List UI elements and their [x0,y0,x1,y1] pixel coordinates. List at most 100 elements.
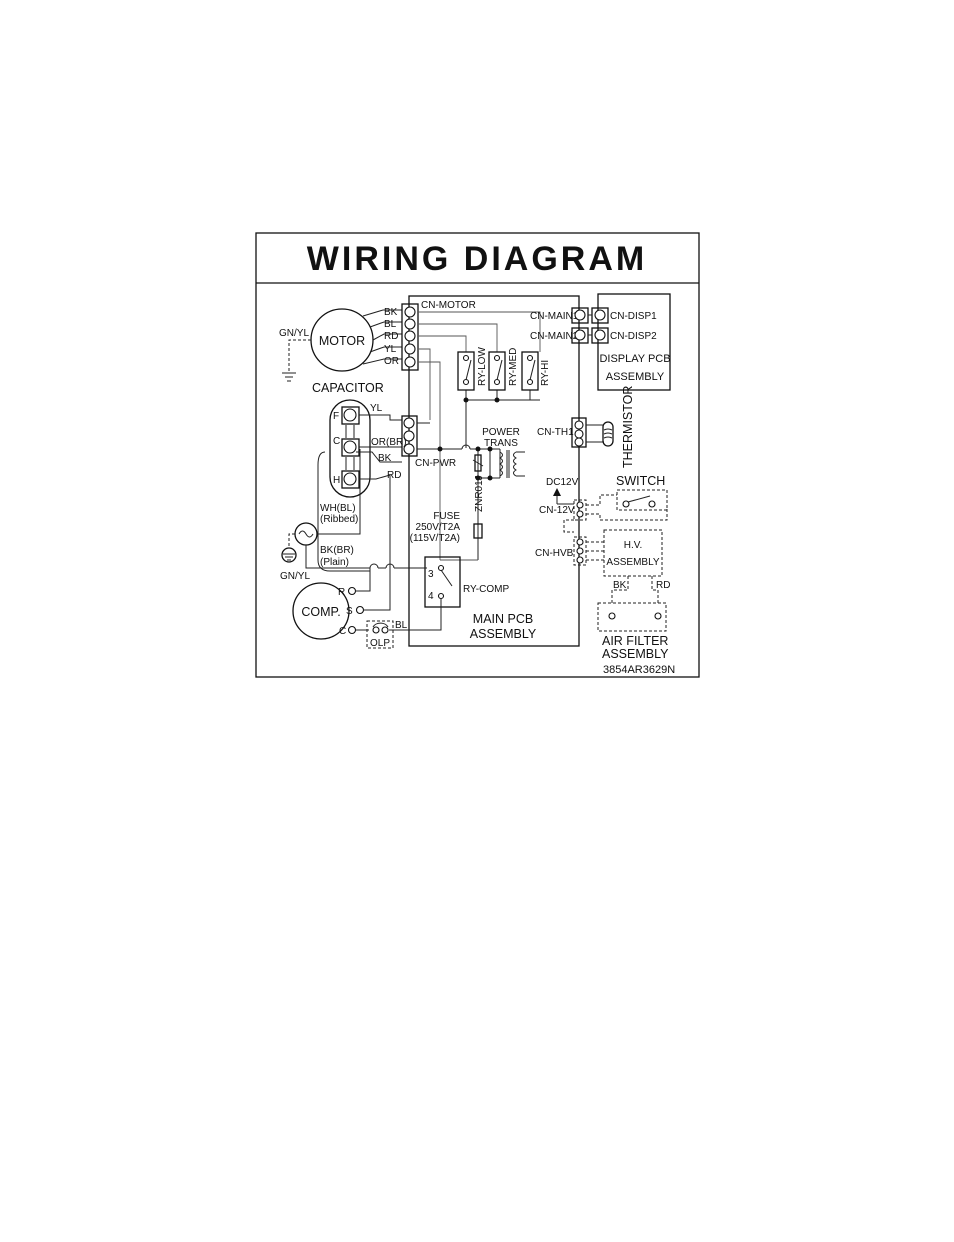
cn-main-connectors [571,307,589,344]
hv-wires [563,519,604,561]
switch-box [616,489,668,511]
motor-wire-rd: RD [384,331,398,342]
power-wh-label: WH(BL) [320,503,356,514]
cn-pwr-label: CN-PWR [415,458,456,469]
cn-pwr-pins [403,417,415,455]
olp-label: OLP [370,638,390,649]
relay-low [457,351,475,391]
part-number: 3854AR3629N [603,664,675,676]
power-trans-label-2: TRANS [484,438,518,449]
cn-motor-label: CN-MOTOR [421,300,476,311]
olp-box [366,620,394,649]
air-filter-label-2: ASSEMBLY [602,647,669,661]
motor-ground-icon [282,372,296,382]
power-bk-label: BK(BR) [320,545,354,556]
cn-hvb-pins [576,538,584,564]
capacitor-wires [317,414,402,572]
fuse-label-3: (115V/T2A) [410,533,460,544]
ac-wave [298,530,314,538]
capacitor-wire-rd: RD [387,470,401,481]
power-ground-label: GN/YL [280,571,310,582]
power-wh-sub: (Ribbed) [320,514,358,525]
ry-comp-pin-4: 4 [428,591,434,602]
motor-wire-bk: BK [384,307,398,318]
capacitor-wire-yl: YL [370,403,383,414]
cn-disp2-label: CN-DISP2 [610,331,657,342]
diagram-title: WIRING DIAGRAM [307,240,647,278]
ry-comp-label: RY-COMP [463,584,509,595]
cn-disp-connectors [588,307,609,344]
motor-wires [362,309,402,365]
air-filter-box [597,602,667,632]
cn-th1-pins [574,420,584,447]
ry-comp-relay [424,556,461,608]
hv-wire-bk: BK [613,580,627,591]
capacitor-wire-bk: BK [378,453,392,464]
motor-ground-wire [288,339,311,372]
dc12v-arrow [553,488,574,505]
capacitor-terminal-f: F [333,411,339,422]
fuse-label-2: 250V/T2A [416,522,461,533]
capacitor-body [329,399,371,498]
cn-hvb-label: CN-HVB [535,548,574,559]
switch-label: SWITCH [616,474,665,488]
capacitor-terminal-h: H [333,475,340,486]
cn-pwr-connector [401,415,418,457]
thermistor-wires [586,424,604,443]
cn-12v-connector [573,499,587,521]
motor-relay-wiring [418,311,541,448]
ry-comp-pin-3: 3 [428,569,434,580]
relay-hi-label: RY-HI [540,360,551,386]
thermistor-icon [602,421,614,447]
capacitor-label: CAPACITOR [312,381,384,395]
relay-low-label: RY-LOW [477,347,488,386]
relay-hi [521,351,539,391]
cn-12v-label: CN-12V [539,505,575,516]
capacitor-terminal-c: C [333,436,340,447]
power-junction-dots [437,446,493,481]
cn-motor-pins [404,306,416,368]
compressor-wire-bl: BL [395,620,408,631]
hv-assembly-label-2: ASSEMBLY [606,557,659,568]
power-bk-sub: (Plain) [320,557,349,568]
display-pcb-label-2: ASSEMBLY [606,371,665,383]
ry-comp-contacts [437,564,453,600]
olp-icon [372,622,389,634]
cn-motor-connector [401,303,419,371]
motor-wire-bl: BL [384,319,397,330]
motor: MOTOR [310,308,374,372]
main-pcb-board [408,295,580,647]
fuse-label-1: FUSE [433,511,460,522]
compressor-terminal-r: R [338,587,345,598]
cn-12v-pins [576,501,584,518]
display-pcb-board [597,293,671,391]
compressor-terminal-c: C [339,626,346,637]
fuse-icon [473,523,483,539]
relay-med-label: RY-MED [508,348,519,386]
relay-med [488,351,506,391]
compressor-label: COMP. [301,605,340,619]
hv-assembly-box [603,529,663,577]
cn-main2-label: CN-MAIN2 [530,331,579,342]
compressor: COMP. [292,582,350,640]
capacitor-terminals [341,406,360,489]
cn-th1-label: CN-TH1 [537,427,574,438]
switch-wires [586,494,668,521]
varistor-icon [472,454,484,472]
air-filter-terminals [608,612,662,620]
hv-assembly-label-1: H.V. [624,540,643,551]
power-trans-label-1: POWER [482,427,520,438]
main-pcb-label-1: MAIN PCB [473,612,533,626]
power-transformer-icon [499,449,525,478]
diagram-frame [255,232,700,678]
motor-ground-label: GN/YL [279,328,309,339]
thermistor-label: THERMISTOR [621,386,635,468]
cn-disp1-label: CN-DISP1 [610,311,657,322]
air-filter-wires [611,576,659,603]
power-ground-icon [281,547,297,563]
motor-wire-or: OR [384,356,399,367]
air-filter-label-1: AIR FILTER [602,634,668,648]
motor-label: MOTOR [319,334,365,348]
hv-wire-rd: RD [656,580,670,591]
